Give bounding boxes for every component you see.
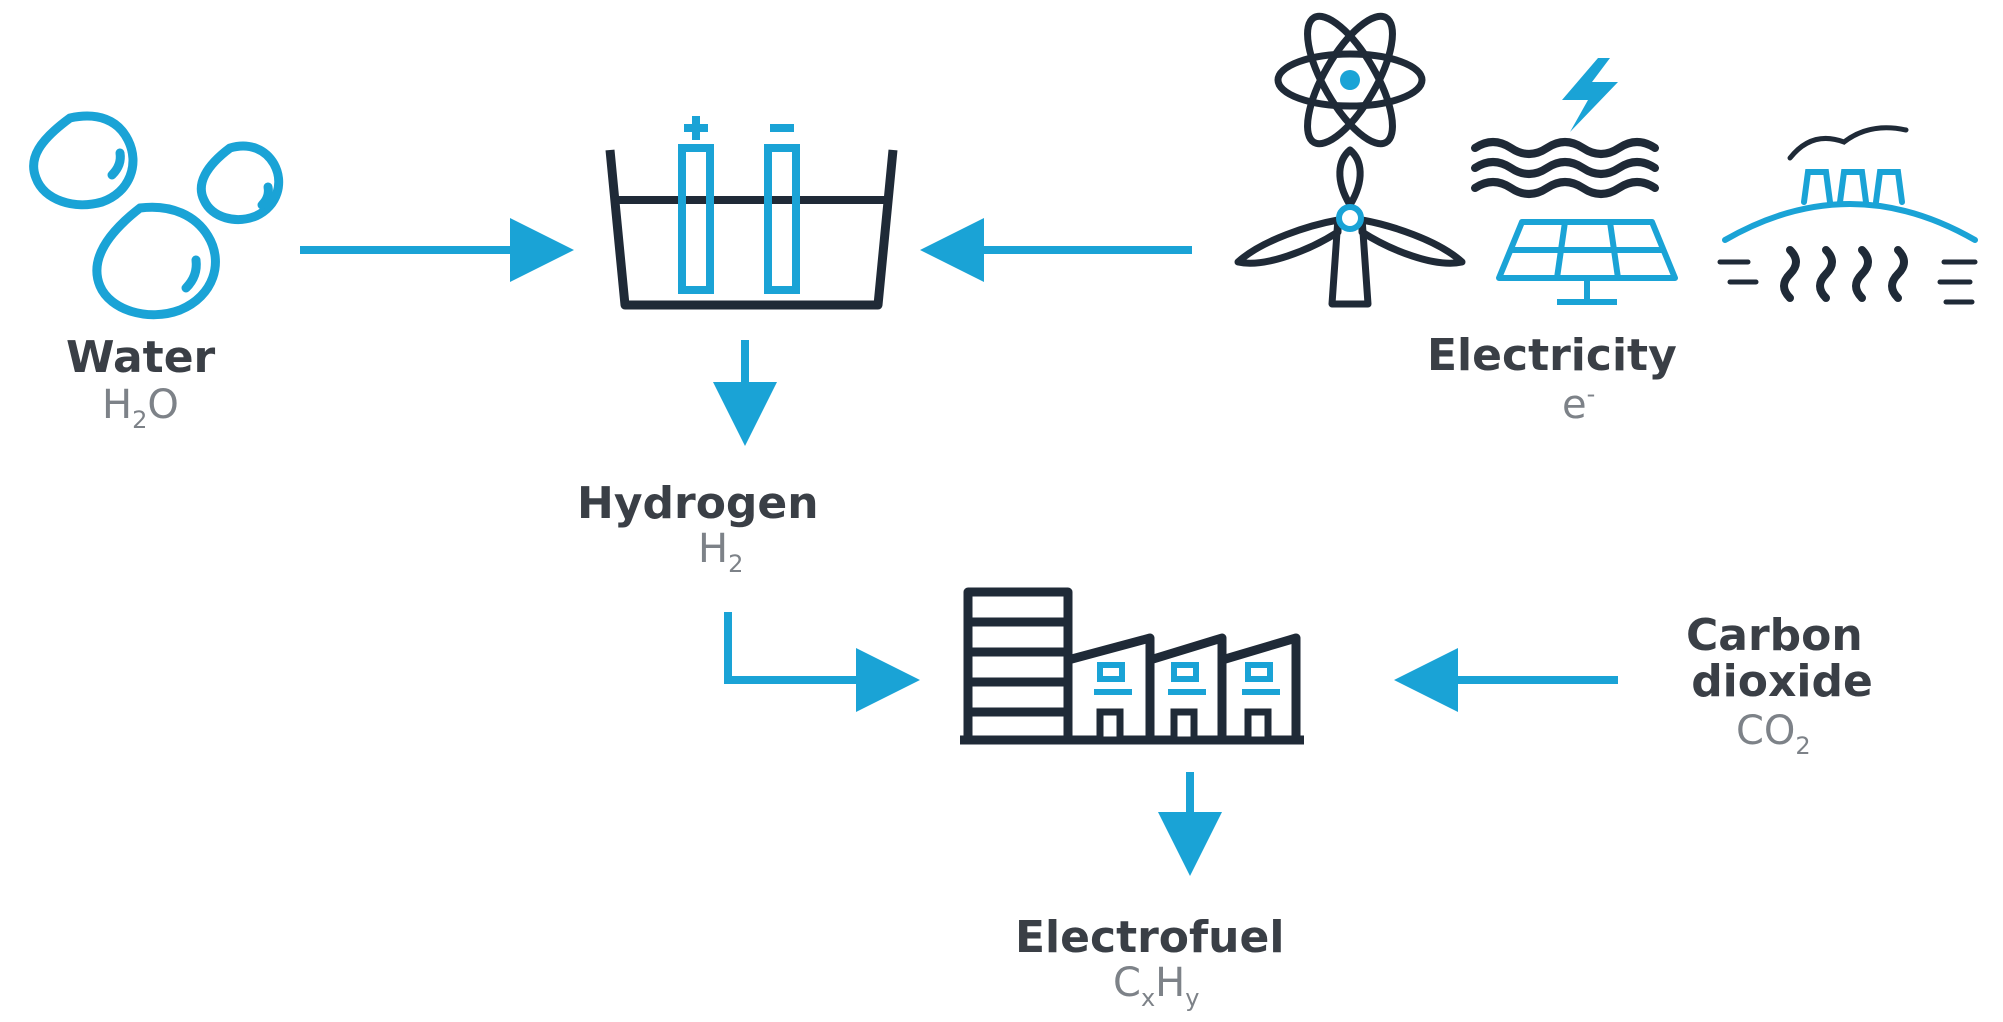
water-drops-icon	[29, 111, 284, 320]
carbon-dioxide-label: Carbon dioxide	[1686, 610, 1878, 707]
water-label: Water	[66, 332, 216, 383]
hydro-waves-icon	[1471, 138, 1659, 198]
electrolyzer-icon	[605, 116, 898, 310]
plus-sign-icon	[684, 116, 708, 140]
factory-icon	[960, 587, 1304, 745]
arrow-hydrogen-to-factory	[724, 612, 920, 712]
atom-icon	[1274, 12, 1426, 148]
electrofuel-formula: CxHy	[1113, 960, 1199, 1012]
lightning-bolt-icon	[1562, 58, 1618, 132]
water-formula: H2O	[102, 382, 179, 434]
geothermal-plant-icon	[1717, 125, 1978, 305]
wind-turbine-icon	[1234, 146, 1466, 308]
carbon-dioxide-formula: CO2	[1736, 708, 1811, 760]
hydrogen-formula: H2	[698, 526, 743, 578]
electricity-formula: e-	[1562, 380, 1595, 428]
hydrogen-label: Hydrogen	[577, 478, 819, 529]
solar-panel-icon	[1496, 219, 1678, 305]
electrofuel-label: Electrofuel	[1015, 912, 1284, 963]
electricity-label: Electricity	[1427, 330, 1677, 381]
